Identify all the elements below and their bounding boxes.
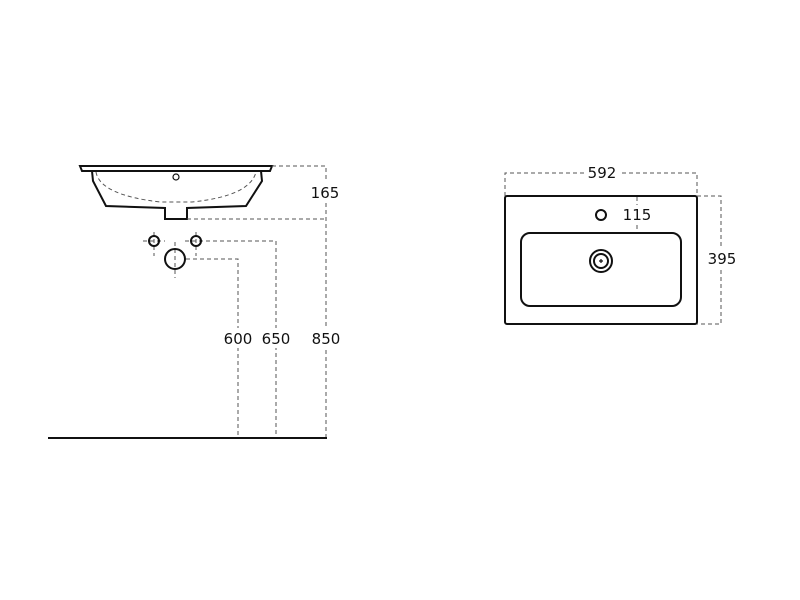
dim-label-592: 592 (588, 164, 617, 182)
supply-pipe-right (190, 235, 202, 247)
dim-label-650: 650 (262, 330, 291, 348)
side-view: 165 600 650 850 (48, 165, 342, 439)
dim-label-165: 165 (311, 184, 340, 202)
supply-pipe-left (148, 235, 160, 247)
pipe-centerlines (143, 232, 277, 438)
tap-hole (595, 209, 607, 221)
basin-bowl (520, 232, 682, 307)
basin-rim (78, 165, 274, 172)
dim-label-600: 600 (224, 330, 253, 348)
dim-label-850: 850 (312, 330, 341, 348)
basin-inner-contour (95, 171, 257, 203)
basin-body (91, 170, 264, 220)
basin-outline (504, 195, 698, 325)
dim-line-850 (272, 165, 327, 438)
top-view: 592 115 395 (504, 162, 740, 325)
drain-outer (589, 249, 613, 273)
waste-pipe (164, 248, 186, 270)
drain-inner (593, 253, 609, 269)
drain-center-icon (599, 259, 603, 263)
dim-label-115: 115 (623, 206, 652, 224)
overflow-hole (172, 173, 180, 181)
dim-label-395: 395 (708, 250, 737, 268)
